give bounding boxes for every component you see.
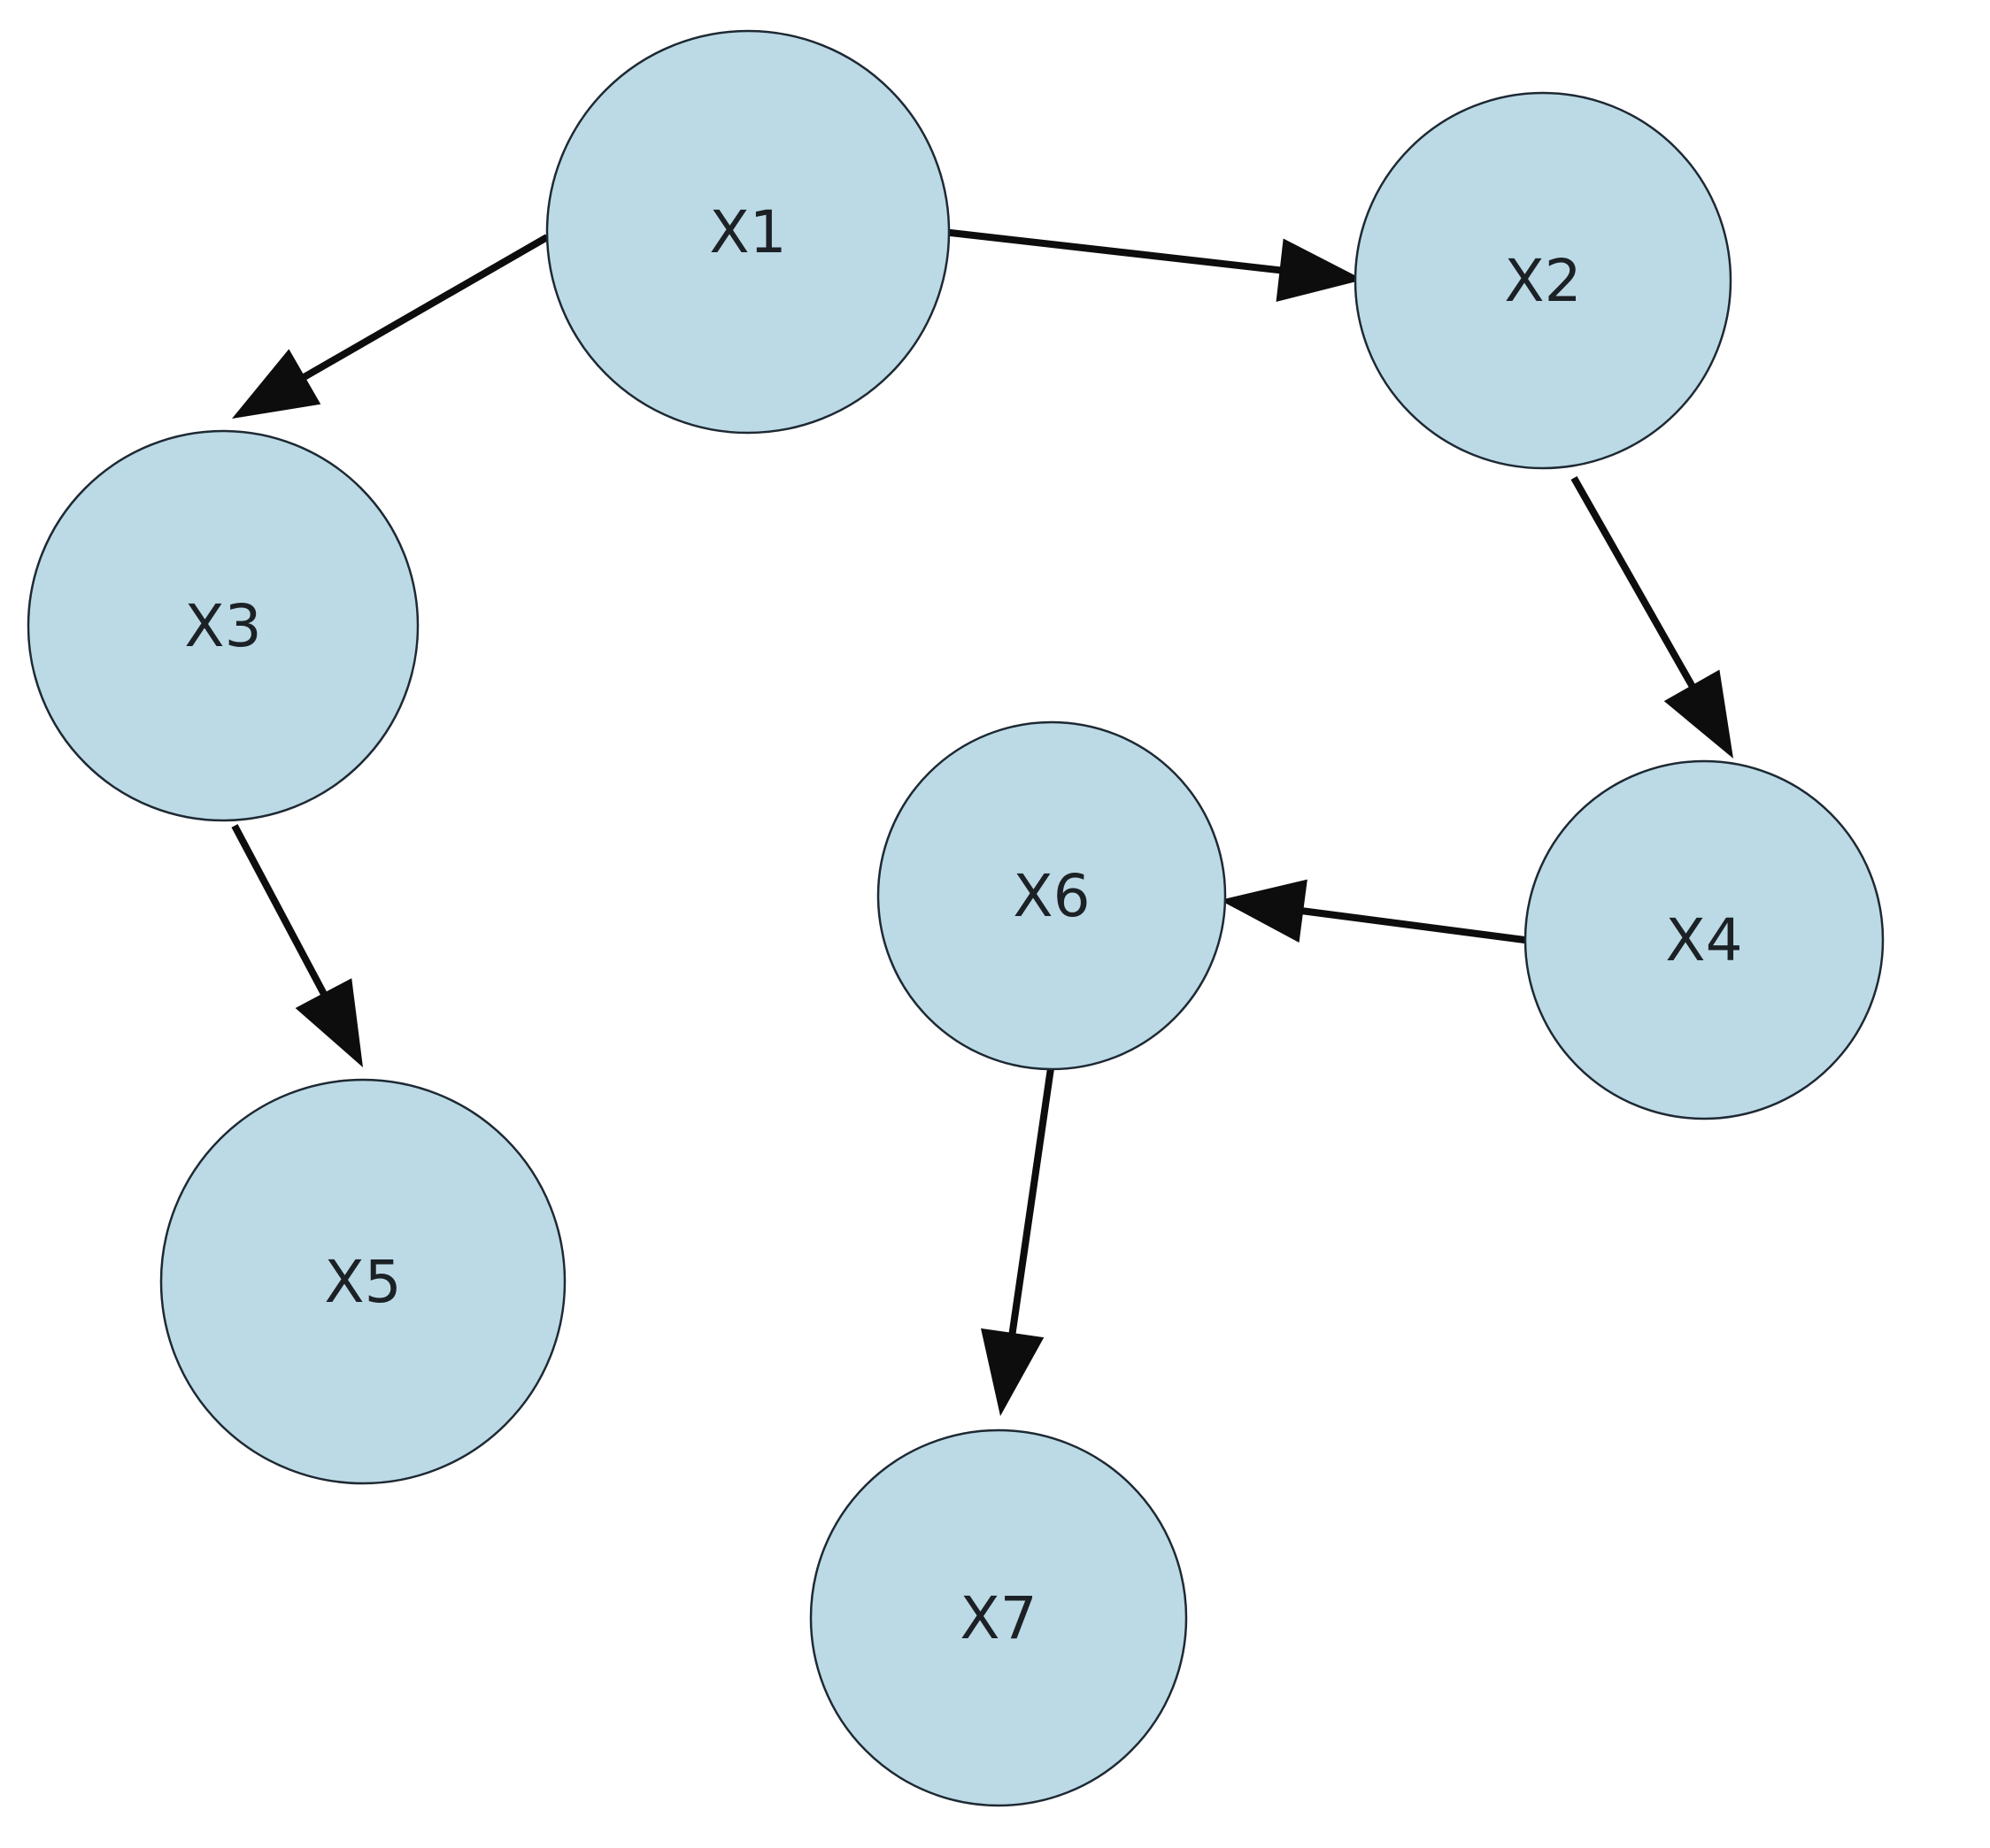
edge-x2-x4 xyxy=(1570,476,1733,758)
edge-line-x6-x7 xyxy=(1006,1067,1054,1355)
edge-line-x1-x2 xyxy=(942,228,1301,276)
node-x3: X3 xyxy=(27,429,420,822)
node-circle-x5 xyxy=(159,1078,567,1485)
node-x1: X1 xyxy=(545,29,951,435)
node-label-x1: X1 xyxy=(709,198,786,266)
edge-x4-x6 xyxy=(1220,879,1532,944)
edge-line-x1-x3 xyxy=(284,234,549,390)
node-x2: X2 xyxy=(1354,91,1732,470)
node-label-x4: X4 xyxy=(1665,906,1742,974)
node-label-x5: X5 xyxy=(324,1248,401,1316)
node-x6: X6 xyxy=(876,720,1227,1071)
node-label-x6: X6 xyxy=(1013,862,1090,930)
edge-line-x4-x6 xyxy=(1282,905,1532,944)
node-circle-x3 xyxy=(27,429,420,822)
edge-line-x3-x5 xyxy=(231,824,337,1013)
arrowhead-x2-x4 xyxy=(1663,669,1733,758)
node-circle-x4 xyxy=(1523,759,1885,1120)
node-label-x7: X7 xyxy=(960,1584,1037,1652)
arrowhead-x1-x3 xyxy=(232,349,321,419)
edge-x1-x3 xyxy=(232,234,549,419)
node-label-x3: X3 xyxy=(184,592,261,660)
arrowhead-x6-x7 xyxy=(981,1328,1045,1416)
arrowhead-x1-x2 xyxy=(1276,238,1363,303)
node-circle-x1 xyxy=(545,29,951,435)
edge-x1-x2 xyxy=(942,228,1363,303)
node-x7: X7 xyxy=(809,1428,1188,1807)
node-circle-x6 xyxy=(876,720,1227,1071)
node-label-x2: X2 xyxy=(1504,247,1581,315)
edge-x6-x7 xyxy=(981,1067,1054,1416)
edge-x3-x5 xyxy=(231,824,363,1067)
node-circle-x7 xyxy=(809,1428,1188,1807)
arrowhead-x4-x6 xyxy=(1220,879,1307,943)
node-circle-x2 xyxy=(1354,91,1732,470)
node-x4: X4 xyxy=(1523,759,1885,1120)
arrowhead-x3-x5 xyxy=(295,978,363,1067)
node-x5: X5 xyxy=(159,1078,567,1485)
edge-line-x2-x4 xyxy=(1570,476,1706,706)
